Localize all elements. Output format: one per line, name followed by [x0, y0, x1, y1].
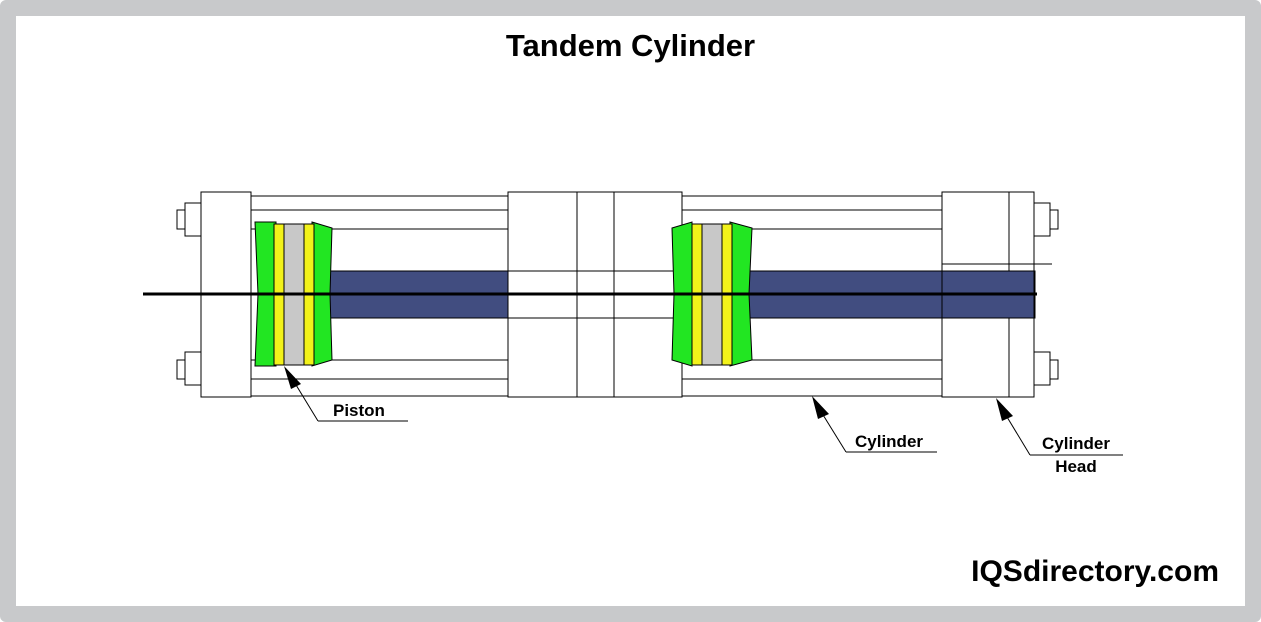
diagram-title: Tandem Cylinder — [505, 28, 756, 63]
label-cylinder: Cylinder — [855, 432, 923, 451]
label-cylinder-head-line2: Head — [1055, 457, 1097, 476]
label-cylinder-head-line1: Cylinder — [1042, 434, 1110, 453]
callout-cylinder-head: Cylinder Head — [996, 398, 1123, 476]
callout-cylinder: Cylinder — [812, 396, 937, 453]
brand-watermark: IQSdirectory.com — [971, 555, 1219, 588]
callout-piston: Piston — [284, 366, 408, 422]
label-piston: Piston — [333, 401, 385, 420]
